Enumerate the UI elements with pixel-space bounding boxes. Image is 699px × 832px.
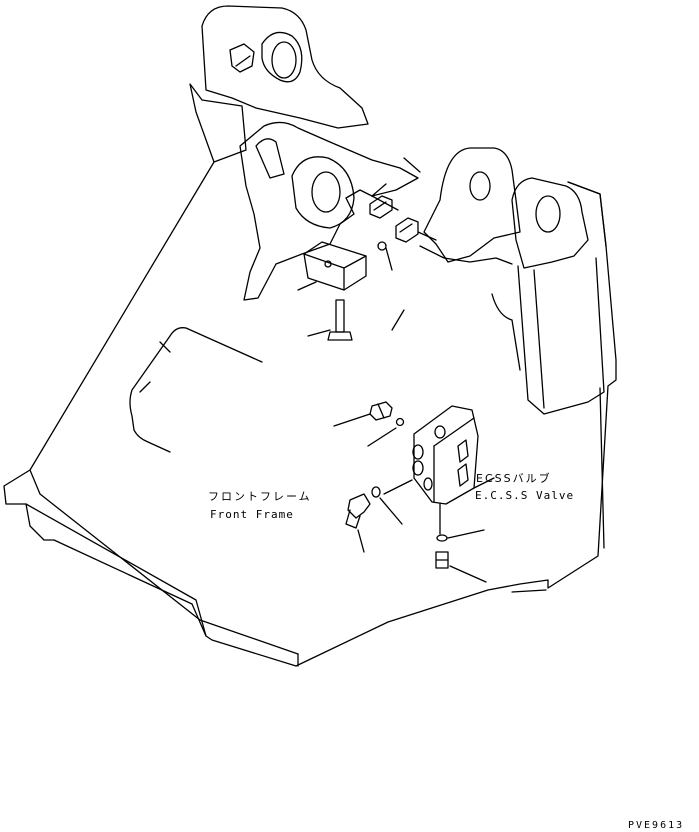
left-tower-outline — [189, 83, 247, 163]
upper-fittings — [369, 183, 437, 271]
right-tower-rib — [567, 181, 607, 247]
leader-bracket — [391, 309, 405, 331]
mounting-block-edge-top — [303, 253, 345, 269]
leader-elbow-lower — [357, 529, 365, 553]
ecss-valve — [412, 405, 495, 535]
ecss-valve-label-en: E.C.S.S Valve — [475, 489, 575, 502]
left-tower-lug — [229, 43, 255, 73]
middle-bracket-pin-hole — [311, 171, 341, 213]
o-ring-upper — [377, 241, 387, 251]
mounting-block-edge-right — [343, 255, 367, 269]
straight-fitting-bottom — [435, 551, 449, 569]
mounting-block — [297, 241, 405, 341]
leader-upper-c — [385, 247, 393, 271]
left-tower-boss — [261, 31, 303, 83]
left-tower-body — [201, 5, 369, 129]
ecss-valve-edge — [433, 417, 475, 447]
front-frame-label-jp: フロントフレーム — [208, 490, 312, 503]
elbow-fitting-lower — [347, 493, 371, 519]
ecss-valve-spool — [434, 425, 446, 439]
frame-opening-inner — [139, 341, 171, 393]
middle-bracket-line-b — [403, 157, 421, 173]
leader-block — [297, 281, 317, 291]
frame-right-line — [599, 387, 605, 549]
mounting-block-hole — [324, 260, 332, 268]
right-tower-front — [511, 177, 589, 269]
straight-fitting-left-line — [377, 403, 385, 419]
front-frame-outline — [3, 161, 617, 667]
ecss-valve-side-detail-b — [457, 463, 469, 487]
leader-o-ring-lower — [379, 497, 403, 525]
middle-bracket-slot — [255, 138, 285, 179]
ecss-valve-port-c — [423, 477, 433, 491]
leader-upper-b — [417, 231, 437, 241]
left-tower — [189, 5, 369, 163]
leader-bolt — [307, 329, 331, 337]
ecss-valve-label-jp: ECSSバルブ — [476, 472, 552, 485]
o-ring-left — [395, 417, 405, 427]
left-tower-pin-hole — [271, 41, 297, 79]
leader-o-ring-bottom — [447, 529, 485, 539]
right-tower — [419, 147, 607, 415]
right-tower-arm — [517, 257, 605, 415]
middle-bracket-boss — [291, 156, 355, 229]
elbow-fitting-upper-b-line — [399, 223, 413, 233]
ecss-valve-port-a — [412, 444, 424, 460]
right-tower-back-hole — [469, 171, 491, 201]
frame-base-line — [511, 589, 547, 593]
front-frame-lower-edge — [25, 503, 207, 637]
o-ring-lower — [371, 486, 381, 498]
mounting-block-outline — [303, 241, 367, 291]
bolt-shank — [335, 299, 345, 333]
right-tower-connector — [419, 245, 513, 265]
elbow-fitting-lower-stem — [345, 509, 361, 529]
bolt-head — [327, 331, 353, 341]
left-tower-lug-line — [235, 55, 251, 67]
frame-opening — [129, 327, 263, 453]
middle-bracket — [239, 121, 421, 301]
ecss-valve-side-detail — [457, 439, 469, 463]
lower-fittings — [333, 401, 487, 583]
leader-fitting-left — [333, 413, 371, 427]
ecss-valve-port-b — [412, 460, 424, 476]
middle-bracket-outline — [239, 121, 419, 301]
elbow-fitting-upper-b — [395, 217, 419, 243]
right-tower-back — [423, 147, 521, 263]
leader-valve-label — [473, 477, 495, 489]
drawing-code: PVE9613 — [628, 820, 685, 831]
leader-valve-to-ring — [383, 479, 413, 495]
o-ring-bottom — [436, 534, 448, 542]
right-tower-pin-hole — [535, 195, 561, 233]
right-tower-arm-edge — [533, 269, 545, 409]
front-frame — [3, 161, 617, 667]
leader-upper-a — [371, 183, 387, 197]
right-tower-inner — [491, 293, 521, 371]
leader-o-ring-left — [367, 427, 397, 447]
elbow-fitting-upper-a — [369, 195, 393, 219]
elbow-fitting-upper-a-line — [373, 201, 387, 211]
front-frame-label-en: Front Frame — [210, 508, 294, 521]
leader-fitting-bottom — [449, 565, 487, 583]
